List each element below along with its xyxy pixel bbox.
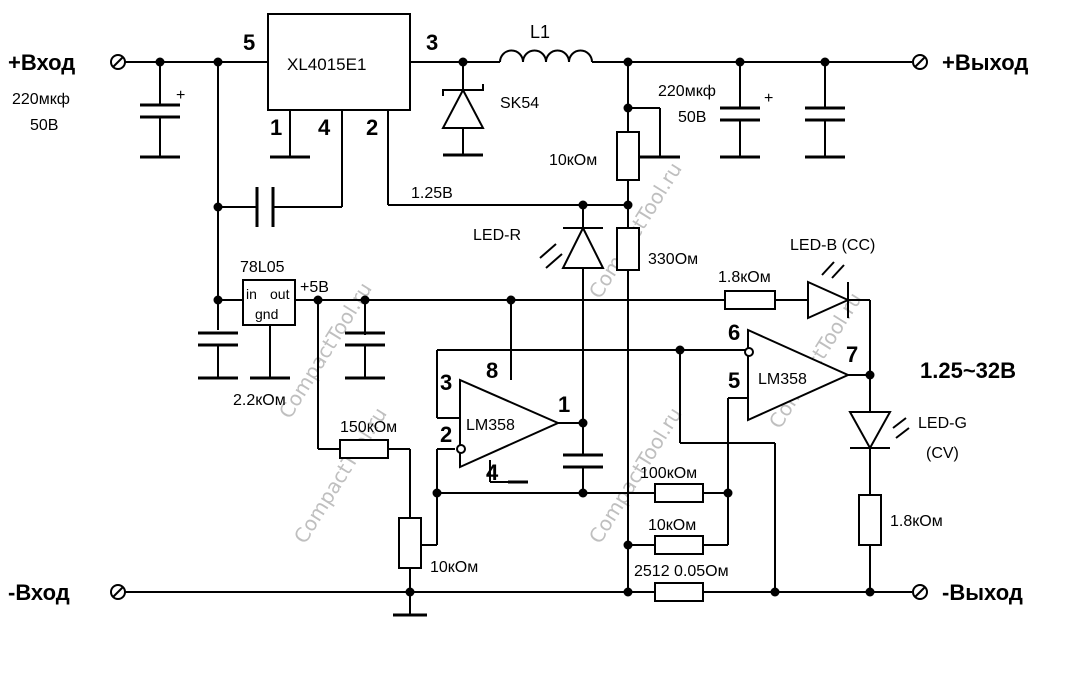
v5-label: +5В [300, 279, 329, 296]
r1k8-right-label: 1.8кОм [890, 513, 943, 530]
led-b-label: LED-B (CC) [790, 237, 875, 254]
svg-text:gnd: gnd [255, 306, 278, 322]
range-label: 1.25~32В [920, 358, 1016, 383]
led-r [539, 225, 605, 269]
svg-text:2: 2 [366, 115, 378, 140]
r100k-label: 100кОм [640, 465, 697, 482]
xl4015-ic: XL4015E1 [267, 13, 411, 111]
svg-text:5: 5 [243, 30, 255, 55]
led-g [848, 411, 910, 451]
svg-text:4: 4 [486, 460, 499, 485]
op2-label: LM358 [758, 371, 807, 388]
r10k-top-label: 10кОм [549, 152, 597, 169]
labels: +Вход -Вход +Выход -Выход 220мкф 50В 220… [8, 22, 1028, 605]
svg-text:7: 7 [846, 342, 858, 367]
in-cap-voltage: 50В [30, 117, 58, 134]
vref-label: 1.25В [411, 185, 453, 202]
led-g-mode-label: (CV) [926, 445, 959, 462]
r2k2-label: 2.2кОм [233, 392, 286, 409]
output-plus-label: +Выход [942, 50, 1028, 75]
r1k8-top-label: 1.8кОм [718, 269, 771, 286]
pot-label: 10кОм [430, 559, 478, 576]
opamp-1 [456, 378, 561, 469]
svg-text:1: 1 [270, 115, 282, 140]
regulator-78l05: in out gnd [242, 279, 296, 326]
svg-text:3: 3 [440, 370, 452, 395]
reg-label: 78L05 [240, 259, 285, 276]
r150k-label: 150кОм [340, 419, 397, 436]
ic-main-label: XL4015E1 [287, 55, 366, 74]
svg-text:in: in [246, 286, 257, 302]
terminals [110, 54, 928, 600]
resistors [339, 131, 882, 602]
r10k-bot-label: 10кОм [648, 517, 696, 534]
diode-sk54 [441, 84, 485, 129]
svg-text:2: 2 [440, 422, 452, 447]
svg-text:8: 8 [486, 358, 498, 383]
in-cap-value: 220мкф [12, 91, 70, 108]
diode-label: SK54 [500, 95, 539, 112]
opamp-2 [744, 328, 851, 422]
op1-label: LM358 [466, 417, 515, 434]
svg-text:5: 5 [728, 368, 740, 393]
input-minus-label: -Вход [8, 580, 70, 605]
out-cap-value: 220мкф [658, 83, 716, 100]
svg-text:1: 1 [558, 392, 570, 417]
led-g-label: LED-G [918, 415, 967, 432]
shunt-label: 2512 0.05Ом [634, 563, 729, 580]
led-r-label: LED-R [473, 227, 521, 244]
wires [125, 61, 912, 615]
svg-text:+: + [764, 90, 773, 107]
svg-text:4: 4 [318, 115, 331, 140]
ground-symbols [140, 153, 845, 617]
svg-text:out: out [270, 286, 290, 302]
led-b [807, 261, 851, 320]
junctions [155, 57, 875, 597]
svg-text:6: 6 [728, 320, 740, 345]
input-plus-label: +Вход [8, 50, 75, 75]
capacitors: + + [140, 87, 845, 469]
inductor-l1 [499, 49, 593, 63]
svg-text:3: 3 [426, 30, 438, 55]
output-minus-label: -Выход [942, 580, 1023, 605]
out-cap-voltage: 50В [678, 109, 706, 126]
svg-text:+: + [176, 87, 185, 104]
r330-label: 330Ом [648, 251, 698, 268]
inductor-label: L1 [530, 22, 550, 42]
